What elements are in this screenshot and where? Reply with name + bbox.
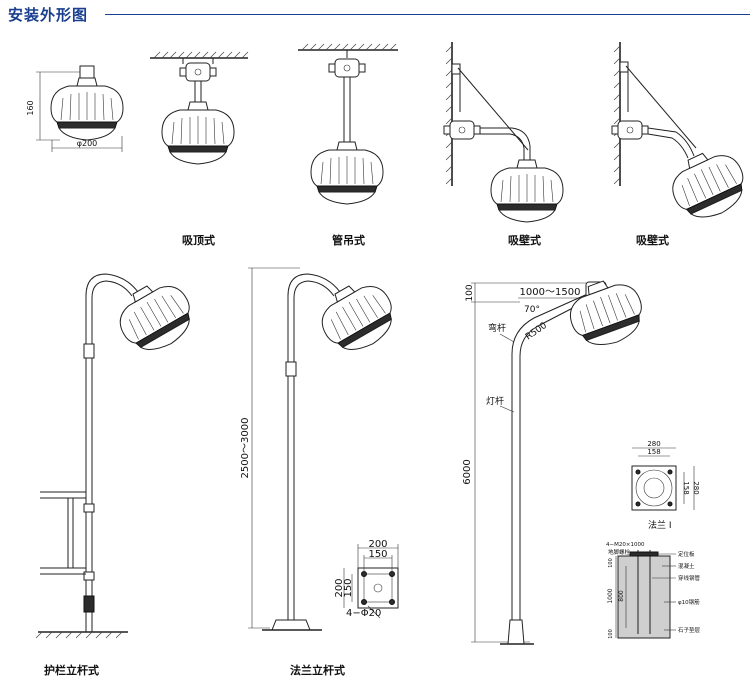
foundation-detail: 1000 800 100 100 4−M20×1000 地脚螺栓 定位板 混凝土… bbox=[606, 542, 701, 639]
dim-foundation-top: 100 bbox=[608, 558, 614, 568]
caption-wall-1: 吸壁式 bbox=[508, 234, 541, 247]
dim-flange-inner-h: 150 bbox=[343, 578, 354, 597]
title-underline bbox=[105, 14, 750, 15]
dim-flange-holes: 4−Φ20 bbox=[346, 608, 381, 619]
pendant-mount-drawing bbox=[298, 43, 398, 205]
dim-foundation-inner: 800 bbox=[618, 590, 625, 602]
dim-street-angle: 70° bbox=[524, 305, 540, 315]
dim-street-arm-radius: R500 bbox=[524, 321, 549, 343]
dim-flange1-w-inner: 158 bbox=[647, 448, 660, 456]
label-arm: 弯杆 bbox=[488, 322, 506, 334]
dim-street-top-offset: 100 bbox=[465, 284, 475, 301]
note-concrete: 混凝土 bbox=[678, 562, 695, 570]
note-foundation-bolt-name: 地脚螺栓 bbox=[608, 548, 631, 556]
flange-plate-detail: 200 150 200 150 4−Φ20 bbox=[334, 539, 399, 619]
dim-flange-outer-w: 200 bbox=[368, 539, 387, 550]
dim-pole-height: 2500～3000 bbox=[240, 418, 251, 479]
lamp-standalone: 160 φ200 bbox=[26, 65, 124, 152]
dim-flange-outer-h: 200 bbox=[334, 578, 345, 597]
label-pole: 灯杆 bbox=[486, 395, 504, 407]
ceiling-mount-drawing bbox=[150, 51, 249, 165]
caption-pendant: 管吊式 bbox=[332, 234, 365, 247]
note-gravel: 石子垫层 bbox=[678, 626, 701, 634]
dim-flange-inner-w: 150 bbox=[368, 549, 387, 560]
wall-mount-1-drawing bbox=[443, 42, 564, 223]
dim-flange1-h: 280 bbox=[692, 481, 700, 494]
wall-mount-2-drawing bbox=[611, 42, 750, 229]
note-locate-plate: 定位板 bbox=[678, 550, 695, 558]
dim-foundation-bottom: 100 bbox=[608, 629, 614, 639]
dim-street-pole-height: 6000 bbox=[462, 459, 473, 484]
caption-ceiling: 吸顶式 bbox=[182, 234, 215, 247]
note-foundation-bolts: 4−M20×1000 bbox=[606, 542, 645, 548]
flange-pole-drawing: 2500～3000 bbox=[240, 267, 405, 631]
dim-flange1-w: 280 bbox=[647, 440, 660, 448]
dim-lamp-diameter: φ200 bbox=[77, 139, 98, 148]
dim-flange1-h-inner: 158 bbox=[682, 481, 690, 494]
dim-street-arm-length: 1000～1500 bbox=[520, 287, 581, 298]
page-title: 安装外形图 bbox=[8, 6, 89, 24]
note-pipe: 穿线钢管 bbox=[678, 574, 701, 582]
flange1-caption: 法兰 I bbox=[648, 519, 672, 531]
caption-guardrail-pole: 护栏立杆式 bbox=[44, 664, 99, 677]
note-rebar: φ10钢筋 bbox=[678, 598, 700, 606]
guardrail-pole-drawing bbox=[35, 271, 203, 639]
caption-wall-2: 吸壁式 bbox=[636, 234, 669, 247]
caption-flange-pole: 法兰立杆式 bbox=[290, 664, 345, 677]
dim-lamp-height: 160 bbox=[26, 100, 35, 115]
dim-foundation-depth: 1000 bbox=[607, 588, 614, 603]
flange-1-detail: 280 158 158 280 法兰 I bbox=[631, 440, 700, 531]
